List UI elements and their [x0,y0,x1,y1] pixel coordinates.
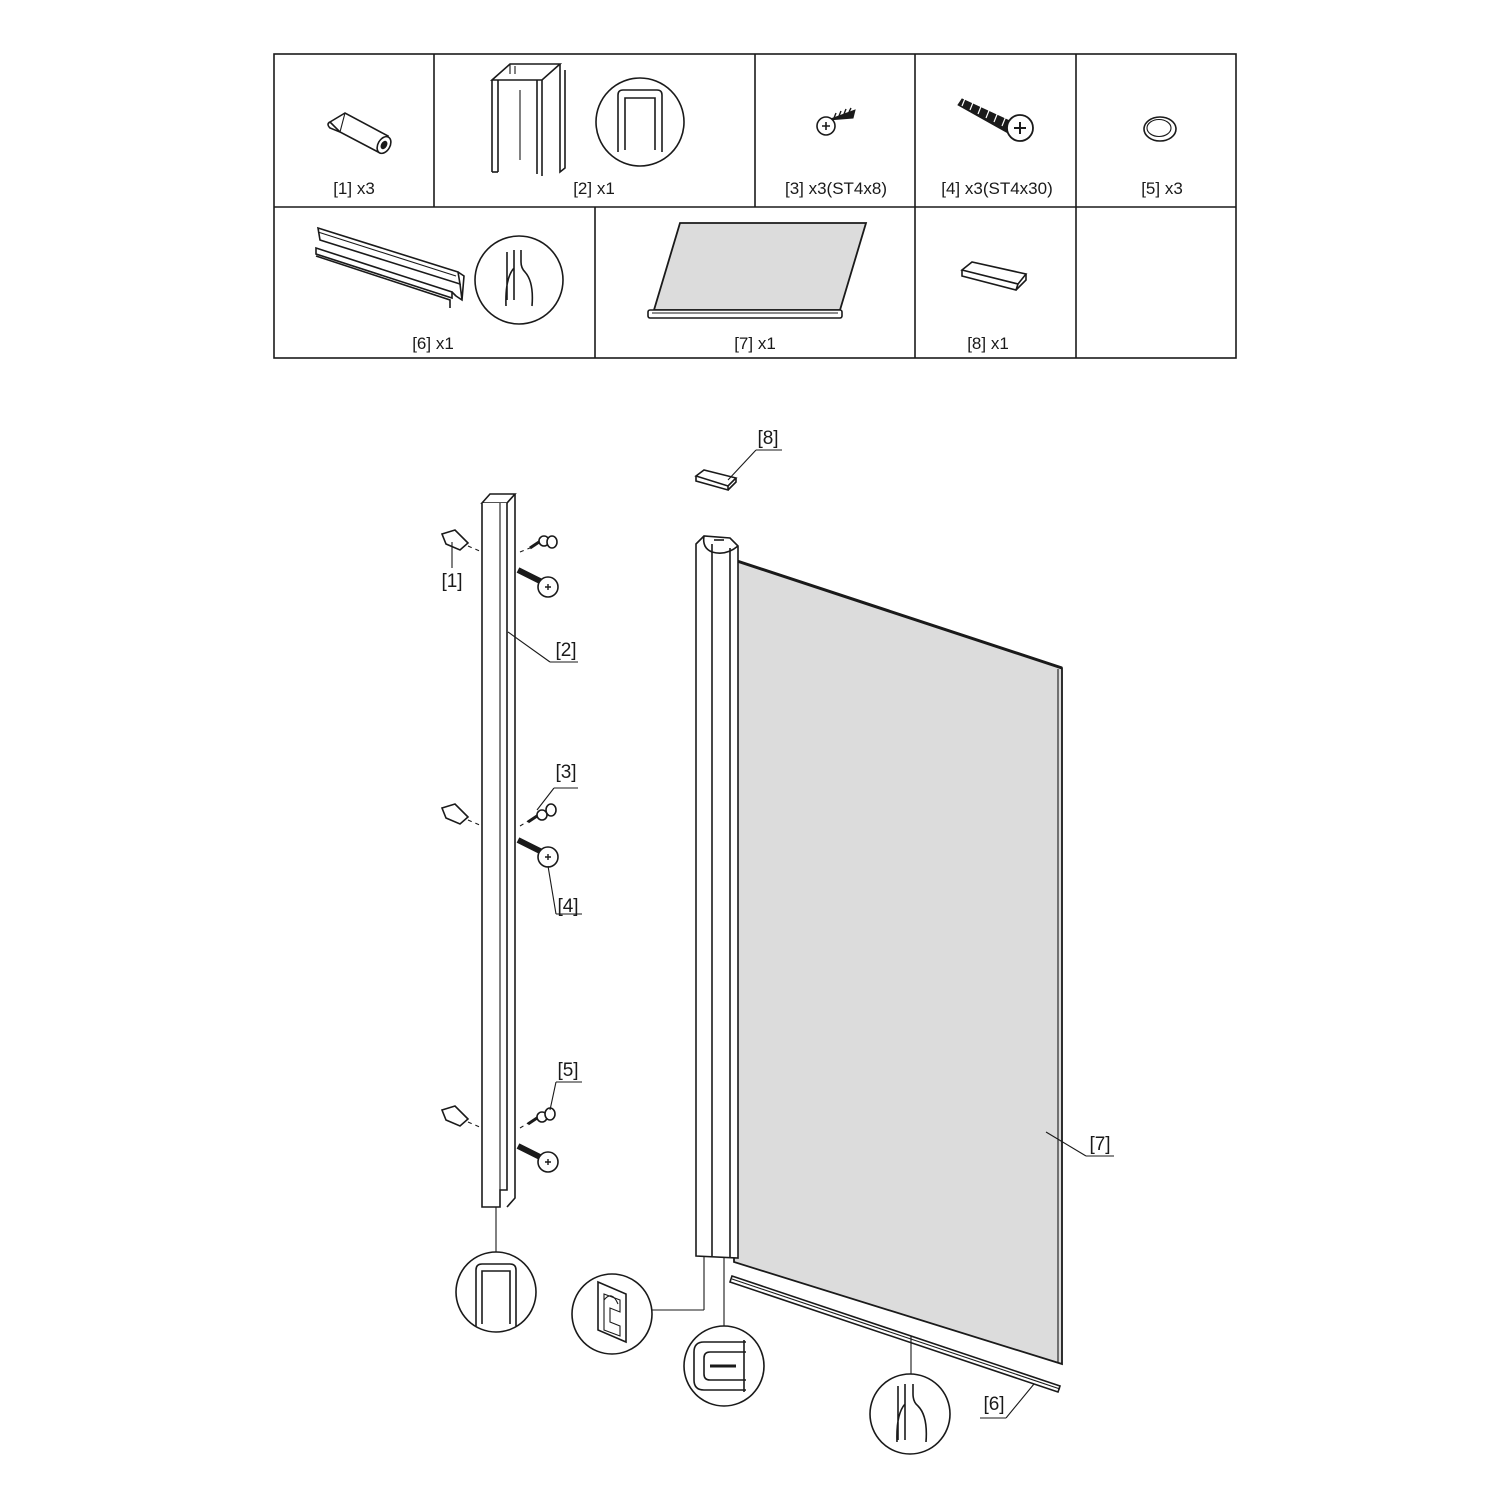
glass-clamp-section-detail [683,1325,765,1407]
callout-label-6: [6] [983,1394,1004,1415]
fixing-set-bottom [440,1105,559,1173]
screw-cap-icon [1143,116,1177,142]
part-caption-7: [7] x1 [734,334,776,353]
part-caption-1: [1] x3 [333,179,375,198]
end-cap-icon [960,261,1028,291]
callout-label-5: [5] [557,1060,578,1081]
bottom-seal-icon [315,226,564,325]
glass-panel [733,558,1063,1366]
callout-label-1: [1] [441,571,462,592]
wall-profile-section-detail [455,1251,537,1333]
hinge-section-detail [571,1273,653,1355]
long-screw-icon [957,95,1034,142]
parts-table: [1] x3 [2] x1 [3] x3(ST4x8) [273,53,1237,359]
part-cell-6: [6] x1 [315,226,564,353]
assembly-view: [1] [2] [3] [4] [5] [6] [7] [8] [440,428,1114,1455]
bottom-seal-section-detail [869,1373,951,1455]
fixing-set-top [440,529,559,598]
part-cell-4: [4] x3(ST4x30) [941,95,1053,198]
bottom-seal [728,1274,1062,1394]
callout-label-7: [7] [1089,1134,1110,1155]
part-cell-2: [2] x1 [489,63,685,198]
callout-label-4: [4] [557,896,578,917]
part-cell-8: [8] x1 [960,261,1028,353]
wall-plug-icon [327,112,392,155]
wall-profile [480,493,517,1252]
part-caption-8: [8] x1 [967,334,1009,353]
part-caption-3: [3] x3(ST4x8) [785,179,887,198]
part-cell-5: [5] x3 [1141,116,1183,198]
part-cell-7: [7] x1 [647,222,868,353]
part-caption-6: [6] x1 [412,334,454,353]
callout-label-3: [3] [555,762,576,783]
short-screw-icon [816,107,856,136]
glass-panel-icon [647,222,868,319]
fixing-set-middle [440,803,559,868]
part-caption-2: [2] x1 [573,179,615,198]
part-caption-5: [5] x3 [1141,179,1183,198]
part-cell-1: [1] x3 [327,112,392,198]
wall-profile-icon [489,63,685,176]
part-cell-3: [3] x3(ST4x8) [785,107,887,198]
callout-label-8: [8] [757,428,778,449]
hinge-profile [652,535,739,1326]
end-cap [694,469,738,492]
part-caption-4: [4] x3(ST4x30) [941,179,1053,198]
callout-label-2: [2] [555,640,576,661]
callout-leaders [451,449,1114,1419]
